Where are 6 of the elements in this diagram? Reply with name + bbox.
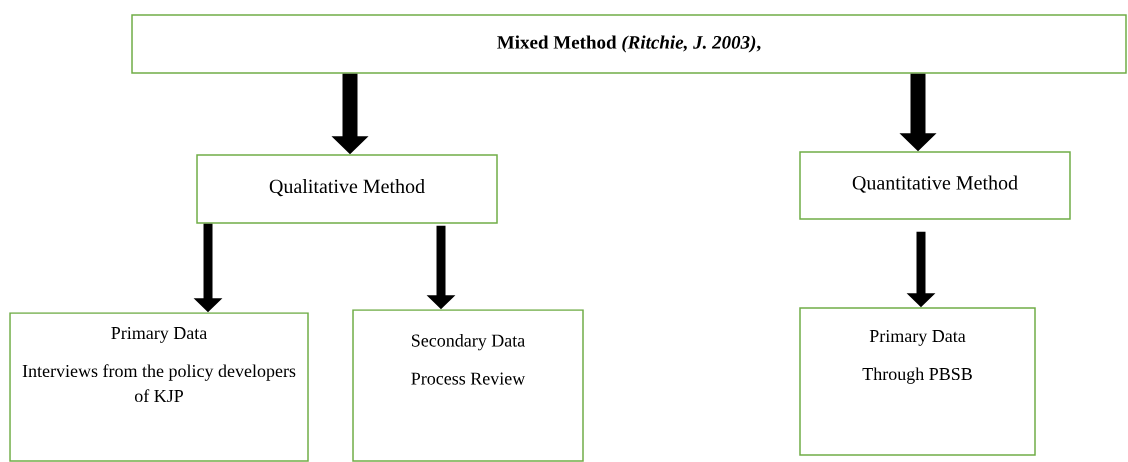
data-box: Primary Data Interviews from the policy developers of KJP: [9, 312, 309, 462]
title-box: Mixed Method (Ritchie, J. 2003),: [131, 14, 1127, 74]
data-box: Primary Data Through PBSB: [799, 307, 1036, 456]
method-box: Quantitative Method: [799, 151, 1071, 220]
data-box: Secondary Data Process Review: [352, 309, 584, 462]
method-box: Qualitative Method: [196, 154, 498, 224]
